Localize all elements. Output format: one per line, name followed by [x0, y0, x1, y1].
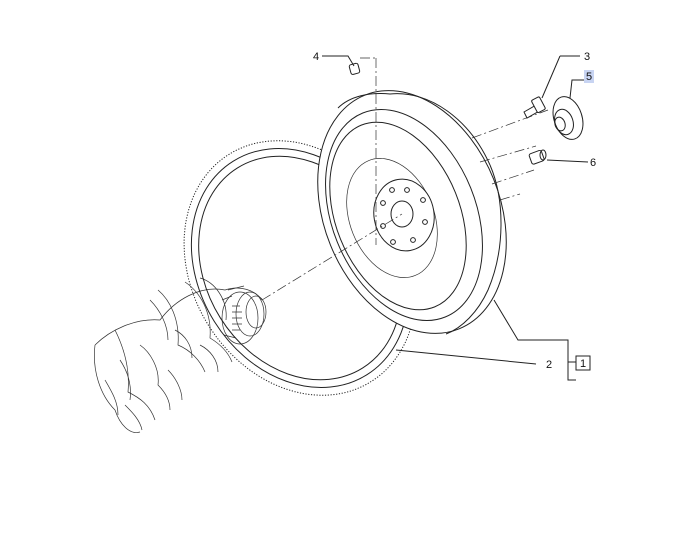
callout-1: 1: [580, 358, 586, 370]
bushing-pin: [528, 149, 547, 165]
crankshaft: [94, 277, 267, 433]
callout-4: 4: [313, 51, 319, 63]
centre-lines: [261, 57, 549, 301]
flywheel-bolt: [523, 96, 546, 119]
callout-6: 6: [590, 157, 596, 169]
callout-labels: 4 3 5 6 2 1: [313, 51, 596, 371]
washer: [552, 96, 584, 140]
leader-lines: [322, 55, 589, 381]
callout-5: 5: [586, 71, 592, 83]
callout-3: 3: [584, 51, 590, 63]
callout-1-box: [575, 355, 591, 371]
callout-5-highlight: [584, 70, 594, 83]
dowel-pin: [348, 62, 361, 75]
flywheel-bolt-holes: [380, 187, 428, 245]
callout-2: 2: [546, 359, 552, 371]
flywheel: [317, 90, 507, 335]
